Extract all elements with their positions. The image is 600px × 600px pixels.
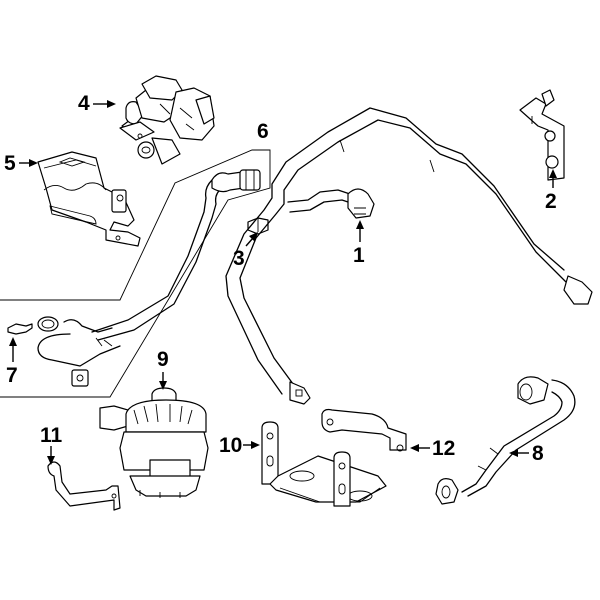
callout-6: 6 xyxy=(257,120,269,143)
part-2-bracket[interactable] xyxy=(519,89,565,181)
callout-4-label: 4 xyxy=(78,92,90,115)
part-6-hose-assembly[interactable] xyxy=(0,149,271,398)
part-4-valve-assembly[interactable] xyxy=(119,75,215,165)
callout-11: 11 xyxy=(40,424,63,465)
callout-10-label: 10 xyxy=(219,434,242,457)
callout-2: 2 xyxy=(545,169,557,213)
callout-5-label: 5 xyxy=(4,152,16,175)
callout-2-label: 2 xyxy=(545,190,557,213)
part-10-mounting-bracket[interactable] xyxy=(261,421,387,507)
part-1-hose[interactable] xyxy=(225,107,593,405)
callout-7-label: 7 xyxy=(6,364,18,387)
callout-1-label: 1 xyxy=(353,244,365,267)
callout-5: 5 xyxy=(4,152,38,175)
part-8-hose[interactable] xyxy=(435,376,576,505)
part-7-clip[interactable] xyxy=(7,323,33,335)
callout-3-label: 3 xyxy=(233,247,245,270)
callout-8: 8 xyxy=(509,442,544,465)
part-9-pump[interactable] xyxy=(99,387,209,498)
callout-9-label: 9 xyxy=(157,348,169,371)
callout-12: 12 xyxy=(410,437,455,460)
callout-12-label: 12 xyxy=(432,437,455,460)
part-11-strap[interactable] xyxy=(47,461,121,511)
callout-4: 4 xyxy=(78,92,116,115)
callout-11-label: 11 xyxy=(40,424,63,447)
callout-8-label: 8 xyxy=(532,442,544,465)
part-5-shield[interactable] xyxy=(37,151,141,247)
part-12-strap[interactable] xyxy=(321,408,407,452)
callout-1: 1 xyxy=(353,220,365,267)
callout-6-label: 6 xyxy=(257,120,269,143)
callout-7: 7 xyxy=(6,337,18,387)
callout-10: 10 xyxy=(219,434,260,457)
callout-9: 9 xyxy=(157,348,169,390)
